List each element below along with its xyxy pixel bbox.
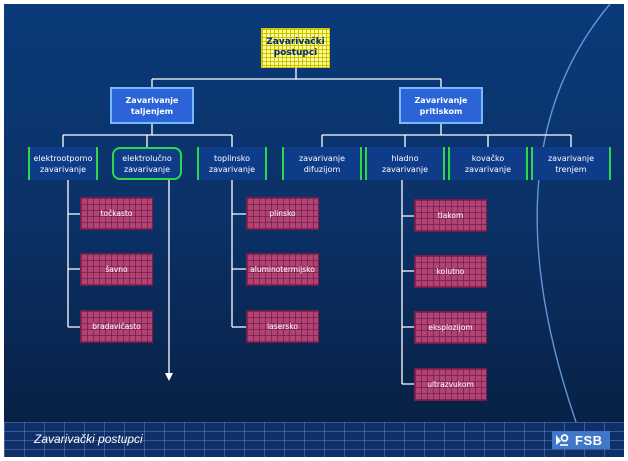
fsb-logo-mark-icon xyxy=(556,434,569,446)
method-kovacko: kovačko zavarivanje xyxy=(448,147,528,180)
sub-plinsko: plinsko xyxy=(246,197,319,230)
method-elektrootporno: elektrootporno zavarivanje xyxy=(28,147,98,180)
footer-grid xyxy=(4,422,624,457)
method-toplinsko: toplinsko zavarivanje xyxy=(197,147,267,180)
category-pritiskom: Zavarivanje pritiskom xyxy=(399,87,483,124)
logo-text: FSB xyxy=(575,432,603,448)
sub-tockasto: točkasto xyxy=(80,197,153,230)
method-hladno: hladno zavarivanje xyxy=(365,147,445,180)
connector-lines xyxy=(62,4,611,422)
footer-bar: Zavarivački postupci FSB xyxy=(4,422,624,457)
category-taljenjem: Zavarivanje taljenjem xyxy=(110,87,194,124)
sub-savno: šavno xyxy=(80,253,153,286)
root-node: Zavarivački postupci xyxy=(261,28,330,68)
sub-aluminotermijsko: aluminotermijsko xyxy=(246,253,319,286)
slide: Zavarivački postupci Zavarivanje taljenj… xyxy=(4,4,624,457)
sub-tlakom: tlakom xyxy=(414,199,487,232)
method-difuzijom: zavarivanje difuzijom xyxy=(282,147,362,180)
sub-bradavicasto: bradavičasto xyxy=(80,310,153,343)
sub-kolutno: kolutno xyxy=(414,255,487,288)
sub-ultrazvukom: ultrazvukom xyxy=(414,368,487,401)
sub-lasersko: lasersko xyxy=(246,310,319,343)
footer-title: Zavarivački postupci xyxy=(34,432,143,446)
method-elektrolucno: elektrolučno zavarivanje xyxy=(112,147,182,180)
fsb-logo: FSB xyxy=(552,431,610,449)
sub-eksplozijom: eksplozijom xyxy=(414,311,487,344)
method-trenjem: zavarivanje trenjem xyxy=(531,147,611,180)
